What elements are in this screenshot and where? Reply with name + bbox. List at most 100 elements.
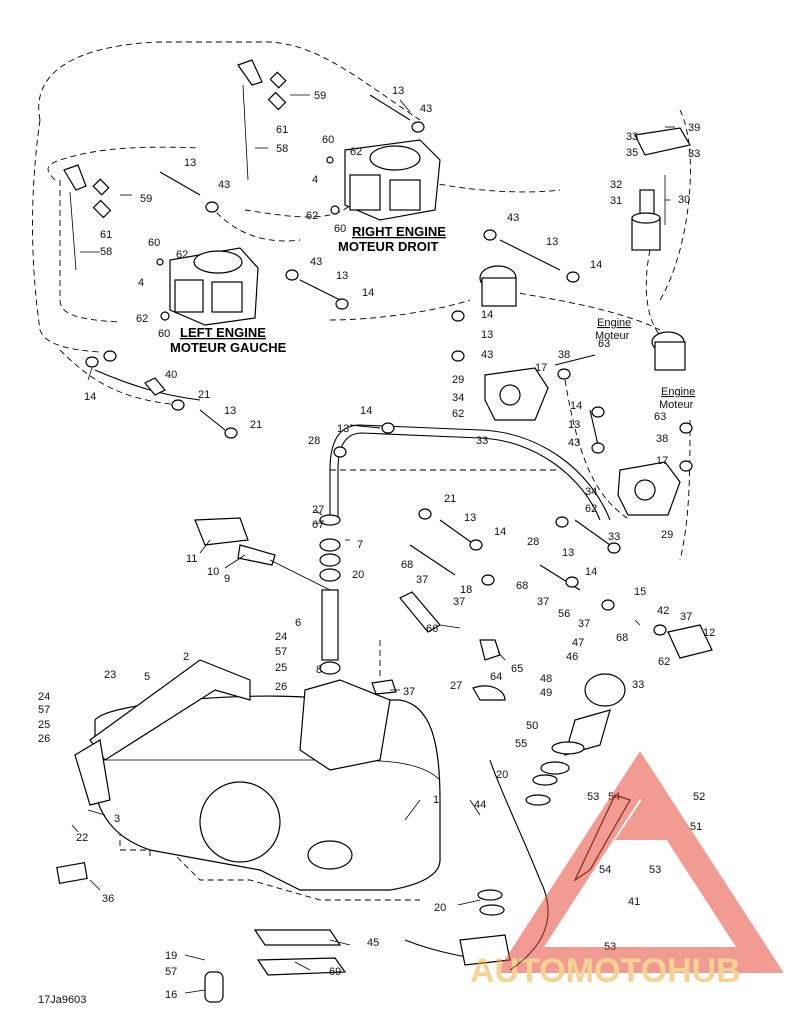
callout-number: 30 [678,194,690,206]
callout-number: 55 [515,738,527,750]
callout-number: 25 [275,662,287,674]
callout-number: 45 [367,937,379,949]
callout-number: 14 [585,566,597,578]
filler-neck [477,673,626,916]
callout-number: 61 [276,124,288,136]
callout-number: 16 [165,989,177,1001]
callout-number: 14 [481,309,493,321]
callout-number: 43 [507,212,519,224]
callout-number: 60 [148,237,160,249]
right-dipstick [237,59,287,181]
callout-number: 57 [38,704,50,716]
callout-number: 51 [690,821,702,833]
callout-number: 53 [649,864,661,876]
left-engine-title-fr: MOTEUR GAUCHE [170,340,287,355]
callout-number: 20 [434,902,446,914]
callout-number: 46 [566,651,578,663]
callout-number: 28 [527,536,539,548]
callout-number: 38 [656,433,668,445]
callout-number: 62 [585,503,597,515]
callout-number: 49 [540,687,552,699]
callout-number: 37 [578,618,590,630]
right-engine-carburetor [326,139,441,221]
callout-number: 68 [516,580,528,592]
callout-number: 58 [100,246,112,258]
automotohub-watermark-logo: AUTOMOTOHUB [470,751,784,990]
callout-number: 59 [314,90,326,102]
callout-number: 19 [165,950,177,962]
callout-number: 14 [590,259,602,271]
callout-number: 26 [275,681,287,693]
callout-number: 21 [250,419,262,431]
callout-number: 39 [688,122,700,134]
callout-number: 13 [224,405,236,417]
callout-number: 34 [452,392,464,404]
callout-number: 24 [275,631,287,643]
callout-number: 61 [100,229,112,241]
callout-number: 9 [224,573,230,585]
callout-number: 29 [661,529,673,541]
callout-number: 29 [452,374,464,386]
callout-number: 52 [693,791,705,803]
callout-number: 13 [562,547,574,559]
callout-number: 12 [703,627,715,639]
callout-number: 14 [360,405,372,417]
callout-number: 37 [453,596,465,608]
callout-number: 57 [275,646,287,658]
callout-number: 37 [403,686,415,698]
callout-number: 57 [165,966,177,978]
callout-number: 34 [585,486,597,498]
callout-number: 13 [392,85,404,97]
callout-number: 68 [616,632,628,644]
callout-number: 25 [38,719,50,731]
support-bracket [74,659,251,806]
callout-number: 13 [184,157,196,169]
fuel-pickup-assembly [194,514,341,675]
callout-number: 53 [587,791,599,803]
callout-number: 31 [610,195,622,207]
callout-number: 66 [426,623,438,635]
callout-number: 68 [401,559,413,571]
callout-number: 54 [599,864,611,876]
callout-number: 33 [688,148,700,160]
callout-number: 38 [558,349,570,361]
callout-number: 20 [496,769,508,781]
right-engine-title: RIGHT ENGINE [352,224,446,239]
callout-number: 43 [420,103,432,115]
callout-number: 33 [608,531,620,543]
callout-number: 40 [165,369,177,381]
figure-code: 17Ja9603 [38,994,86,1006]
callout-number: 59 [140,193,152,205]
callout-number: 10 [207,566,219,578]
callout-number: 63 [598,338,610,350]
left-engine-title: LEFT ENGINE [180,325,266,340]
callout-number: 43 [310,256,322,268]
callout-number: 37 [680,611,692,623]
callout-number: 13 [546,236,558,248]
callout-number: 14 [570,400,582,412]
callout-number: 43 [218,179,230,191]
left-dipstick [63,164,112,271]
callout-number: 27 [450,680,462,692]
callout-number: 4 [138,277,144,289]
callout-number: 4 [312,174,318,186]
callout-number: 7 [357,539,363,551]
engine-label-b: Engine [661,386,695,398]
engine-titles: RIGHT ENGINE MOTEUR DROIT LEFT ENGINE MO… [38,224,695,1006]
callout-number: 14 [362,287,374,299]
callout-number: 58 [276,143,288,155]
callout-number: 2 [183,651,189,663]
callout-number: 37 [416,574,428,586]
callout-number: 14 [494,526,506,538]
callout-number: 62 [658,656,670,668]
callout-number: 36 [102,893,114,905]
callout-number: 60 [158,328,170,340]
callout-number: 23 [104,669,116,681]
callout-number: 69 [329,966,341,978]
left-engine-carburetor [156,247,259,326]
callout-number: 62 [306,210,318,222]
callout-number: 18 [460,584,472,596]
fuel-pumps [484,367,681,516]
right-engine-title-fr: MOTEUR DROIT [338,239,438,254]
callout-number: 6 [295,617,301,629]
